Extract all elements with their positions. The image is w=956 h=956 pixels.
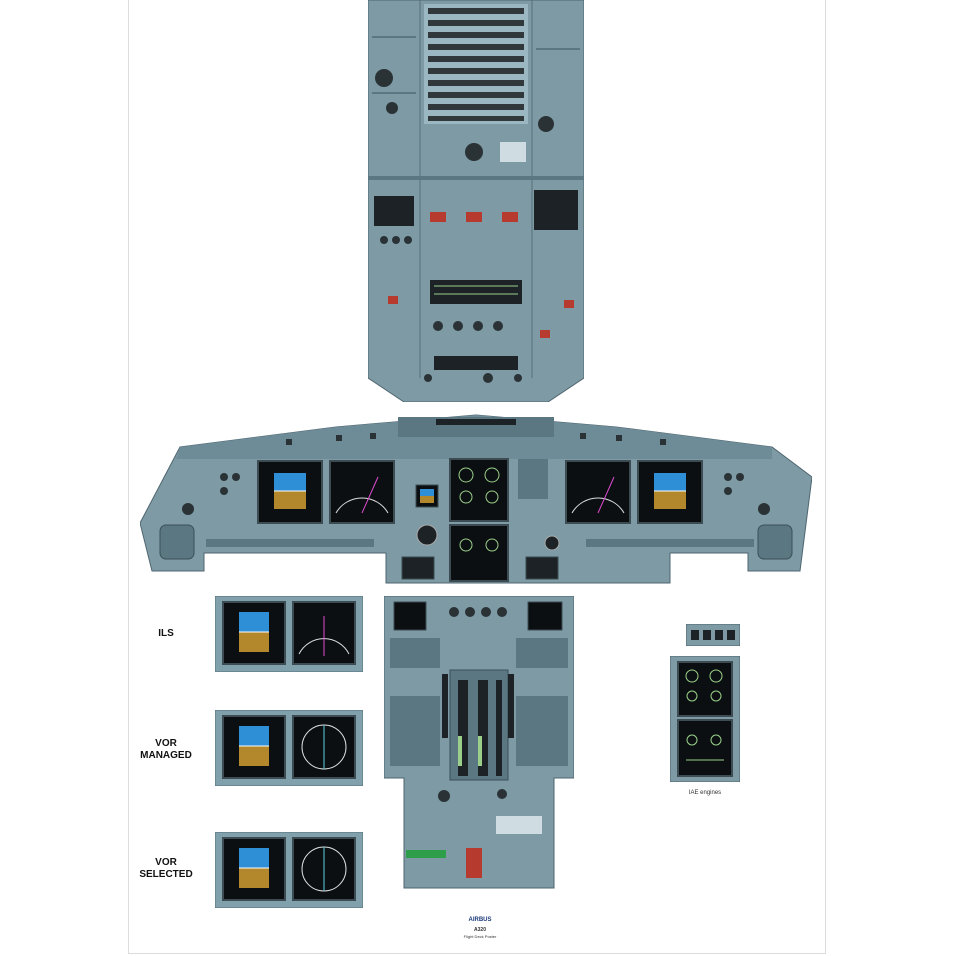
poster-subtitle: Flight Deck Poster xyxy=(463,934,497,939)
ecam-displays xyxy=(670,656,740,782)
ils-label: ILS xyxy=(158,628,174,639)
center-pedestal xyxy=(384,596,574,889)
vor-managed-label: VOR MANAGED xyxy=(140,738,192,761)
vor-selected-label: VOR SELECTED xyxy=(139,857,193,880)
aircraft-model: A320 xyxy=(474,927,486,933)
ils-display-pair xyxy=(215,596,363,672)
vor-managed-display-pair xyxy=(215,710,363,786)
ecam-panel-detail xyxy=(686,624,740,646)
ecam-caption: IAE engines xyxy=(688,790,722,796)
overhead-panel xyxy=(368,0,584,402)
airbus-logo: AIRBUS xyxy=(468,917,492,923)
main-instrument-panel xyxy=(140,414,812,584)
vor-selected-display-pair xyxy=(215,832,363,908)
